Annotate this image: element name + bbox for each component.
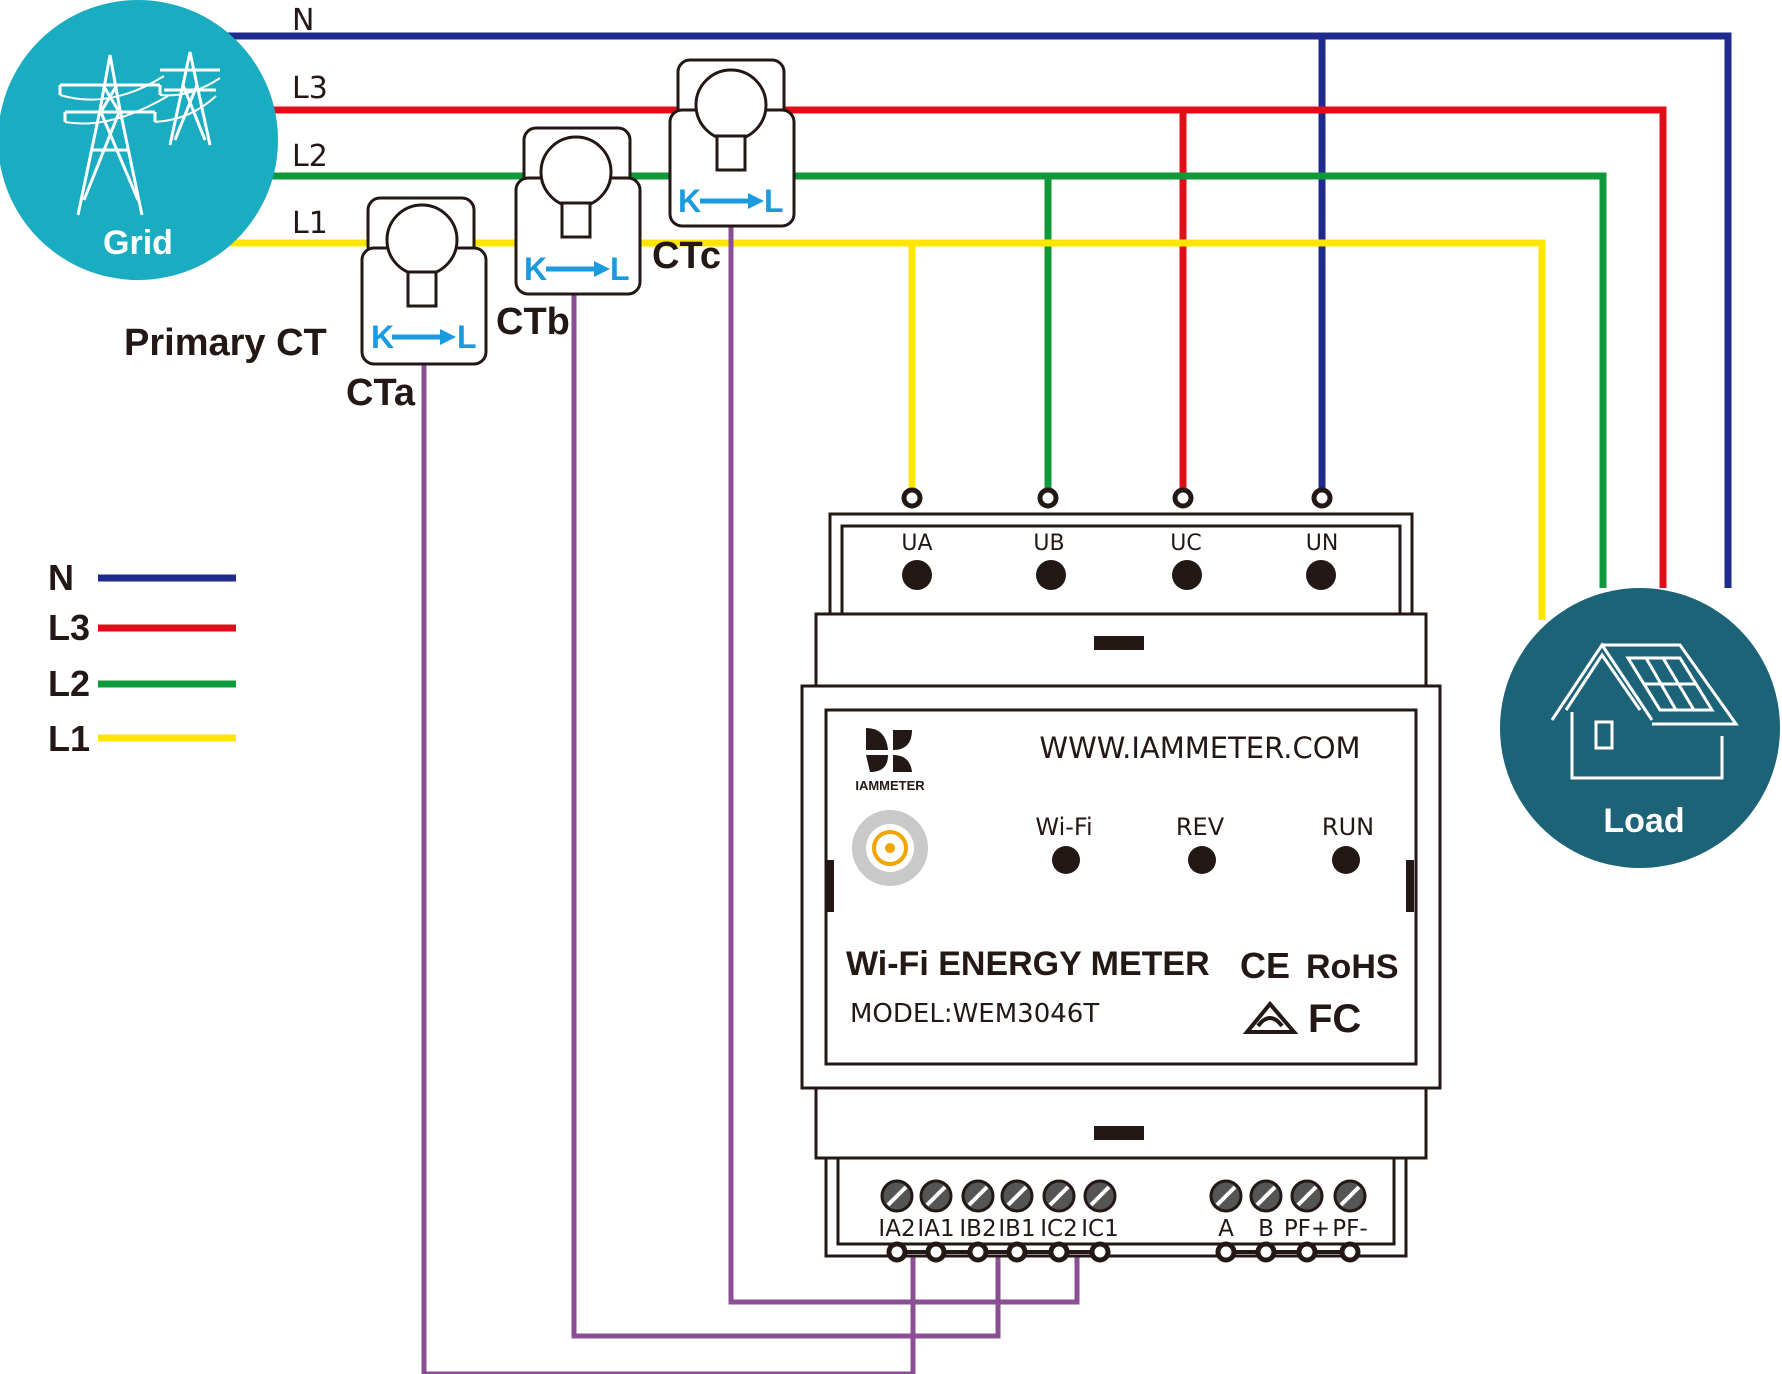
current-terminal-screws [880,1179,1367,1213]
ctc-wire [728,222,1080,1305]
terminal-label-a: A [1218,1216,1234,1242]
ic2-screw [1042,1179,1076,1213]
load-circle [1500,588,1780,868]
ib1-connector[interactable] [1006,1241,1028,1263]
terminal-label-un: UN [1306,531,1339,556]
ct-c-k: K [678,183,701,219]
voltage-terminals: UA UB UC UN [901,487,1339,590]
line-label-l2: L2 [292,139,328,174]
terminal-label-pfminus: PF- [1332,1216,1367,1242]
legend-label-n: N [48,557,74,598]
run-led [1332,846,1360,874]
ua-connector[interactable] [901,487,923,509]
energy-meter [800,512,1442,1258]
ic1-screw [1083,1179,1117,1213]
ct-b: K L [514,126,642,296]
legend-label-l2: L2 [48,663,90,704]
pfplus-screw [1290,1179,1324,1213]
line-label-n: N [292,3,314,38]
pfminus-connector[interactable] [1339,1241,1361,1263]
ib2-connector[interactable] [967,1241,989,1263]
rev-led [1188,846,1216,874]
power-tower-icon [58,51,221,216]
ic1-connector[interactable] [1089,1241,1111,1263]
terminal-label-pfplus: PF+ [1284,1216,1330,1242]
ia1-connector[interactable] [925,1241,947,1263]
ic2-connector[interactable] [1048,1241,1070,1263]
indicator-label-rev: REV [1176,813,1225,841]
meter-product-name: Wi-Fi ENERGY METER [846,945,1210,983]
meter-brand: IAMMETER [855,778,925,793]
ct-wires [421,222,1080,1374]
legend-label-l1: L1 [48,718,90,759]
ct-b-name: CTb [496,301,570,343]
ia2-connector[interactable] [886,1241,908,1263]
load-node: Load [1500,588,1780,868]
ct-a: K L [360,196,488,366]
terminal-label-uc: UC [1170,531,1201,556]
current-terminal-labels: IA2 IA1 IB2 IB1 IC2 IC1 A B PF+ PF- [878,1216,1367,1242]
ia2-screw [880,1179,914,1213]
ua-screw [902,560,932,590]
rohs-mark: RoHS [1306,948,1399,986]
legend-label-l3: L3 [48,607,90,648]
wifi-led [1052,846,1080,874]
ct-c-l: L [764,183,784,219]
indicator-label-wifi: Wi-Fi [1035,813,1092,841]
bottom-connectors [886,1241,1361,1263]
ct-b-l: L [610,251,630,287]
pfplus-connector[interactable] [1296,1241,1318,1263]
ub-screw [1036,560,1066,590]
un-screw [1306,560,1336,590]
b-connector[interactable] [1255,1241,1277,1263]
terminal-label-ib2: IB2 [959,1216,996,1242]
ia1-screw [919,1179,953,1213]
ib1-screw [1000,1179,1034,1213]
iammeter-logo-icon [866,728,912,772]
load-label: Load [1603,802,1684,840]
terminal-label-ib1: IB1 [998,1216,1035,1242]
ct-a-name: CTa [346,372,416,414]
line-label-l3: L3 [292,71,328,106]
terminal-label-ia1: IA1 [917,1216,954,1242]
ub-connector[interactable] [1037,487,1059,509]
primary-ct-label: Primary CT [124,322,327,364]
meter-model: MODEL:WEM3046T [850,999,1099,1029]
grid-node: Grid [0,0,278,280]
antenna-connector-icon [852,810,928,886]
ct-c: K L [668,58,796,228]
cta-wire [421,360,916,1374]
terminal-label-ia2: IA2 [878,1216,915,1242]
pfminus-screw [1333,1179,1367,1213]
terminal-label-ic1: IC1 [1081,1216,1118,1242]
wire-n [220,32,1732,588]
grid-label: Grid [103,224,173,262]
wire-l1 [230,239,1546,620]
line-label-l1: L1 [292,206,328,241]
ce-mark: CE [1240,945,1290,986]
a-connector[interactable] [1215,1241,1237,1263]
terminal-label-ua: UA [901,531,932,556]
un-connector[interactable] [1311,487,1333,509]
ctb-wire [571,290,1001,1339]
b-screw [1249,1179,1283,1213]
ib2-screw [961,1179,995,1213]
ct-a-l: L [457,319,477,355]
terminal-label-ub: UB [1033,531,1064,556]
ct-b-k: K [524,251,547,287]
legend: N L3 L2 L1 [48,557,236,759]
house-solar-icon [1550,642,1739,780]
a-screw [1209,1179,1243,1213]
uc-screw [1172,560,1202,590]
fc-mark: FC [1308,997,1361,1041]
ct-c-name: CTc [652,235,721,277]
terminal-label-b: B [1258,1216,1274,1242]
indicator-label-run: RUN [1322,813,1374,841]
ct-a-k: K [371,319,394,355]
meter-website: WWW.IAMMETER.COM [1039,731,1360,765]
uc-connector[interactable] [1172,487,1194,509]
rcm-mark-icon [1242,1000,1299,1034]
terminal-label-ic2: IC2 [1040,1216,1077,1242]
